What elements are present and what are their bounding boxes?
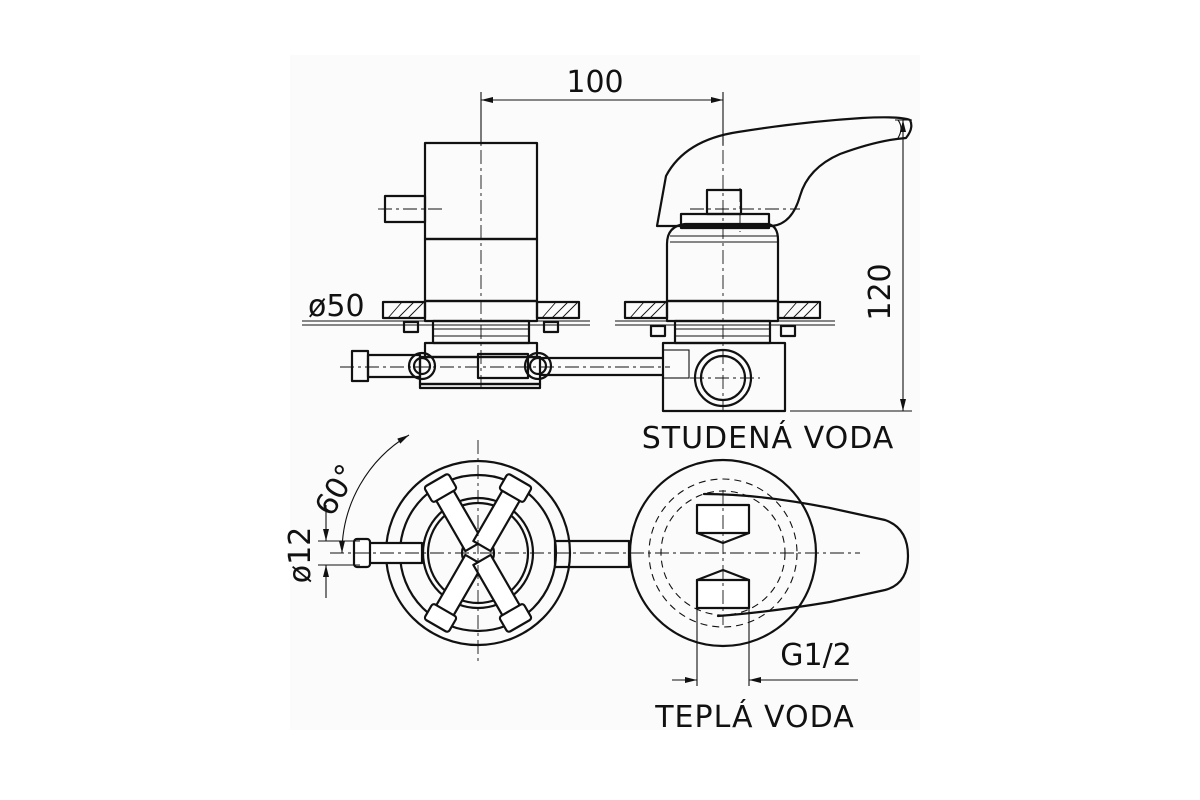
drawing-background — [290, 55, 920, 730]
lever-handle-side — [655, 116, 913, 228]
dimension-thread: G1/2 — [672, 608, 858, 686]
label-cold-water: STUDENÁ VODA — [642, 420, 895, 456]
dimension-120: 120 — [790, 119, 912, 412]
plan-view — [330, 440, 910, 665]
dim-100-text: 100 — [566, 65, 623, 100]
dimension-diameter-50: ø50 — [302, 289, 380, 326]
left-wall-flange — [380, 300, 590, 334]
dim-120-text: 120 — [863, 263, 898, 320]
dim-d50-text: ø50 — [308, 289, 365, 324]
front-view — [340, 100, 913, 413]
label-hot-water: TEPLÁ VODA — [654, 699, 855, 735]
right-wall-flange — [615, 300, 835, 338]
dimension-100: 100 — [480, 65, 724, 145]
dim-d12-text: ø12 — [283, 527, 318, 584]
dim-g12-text: G1/2 — [780, 638, 852, 673]
left-lower-connector — [350, 341, 665, 390]
